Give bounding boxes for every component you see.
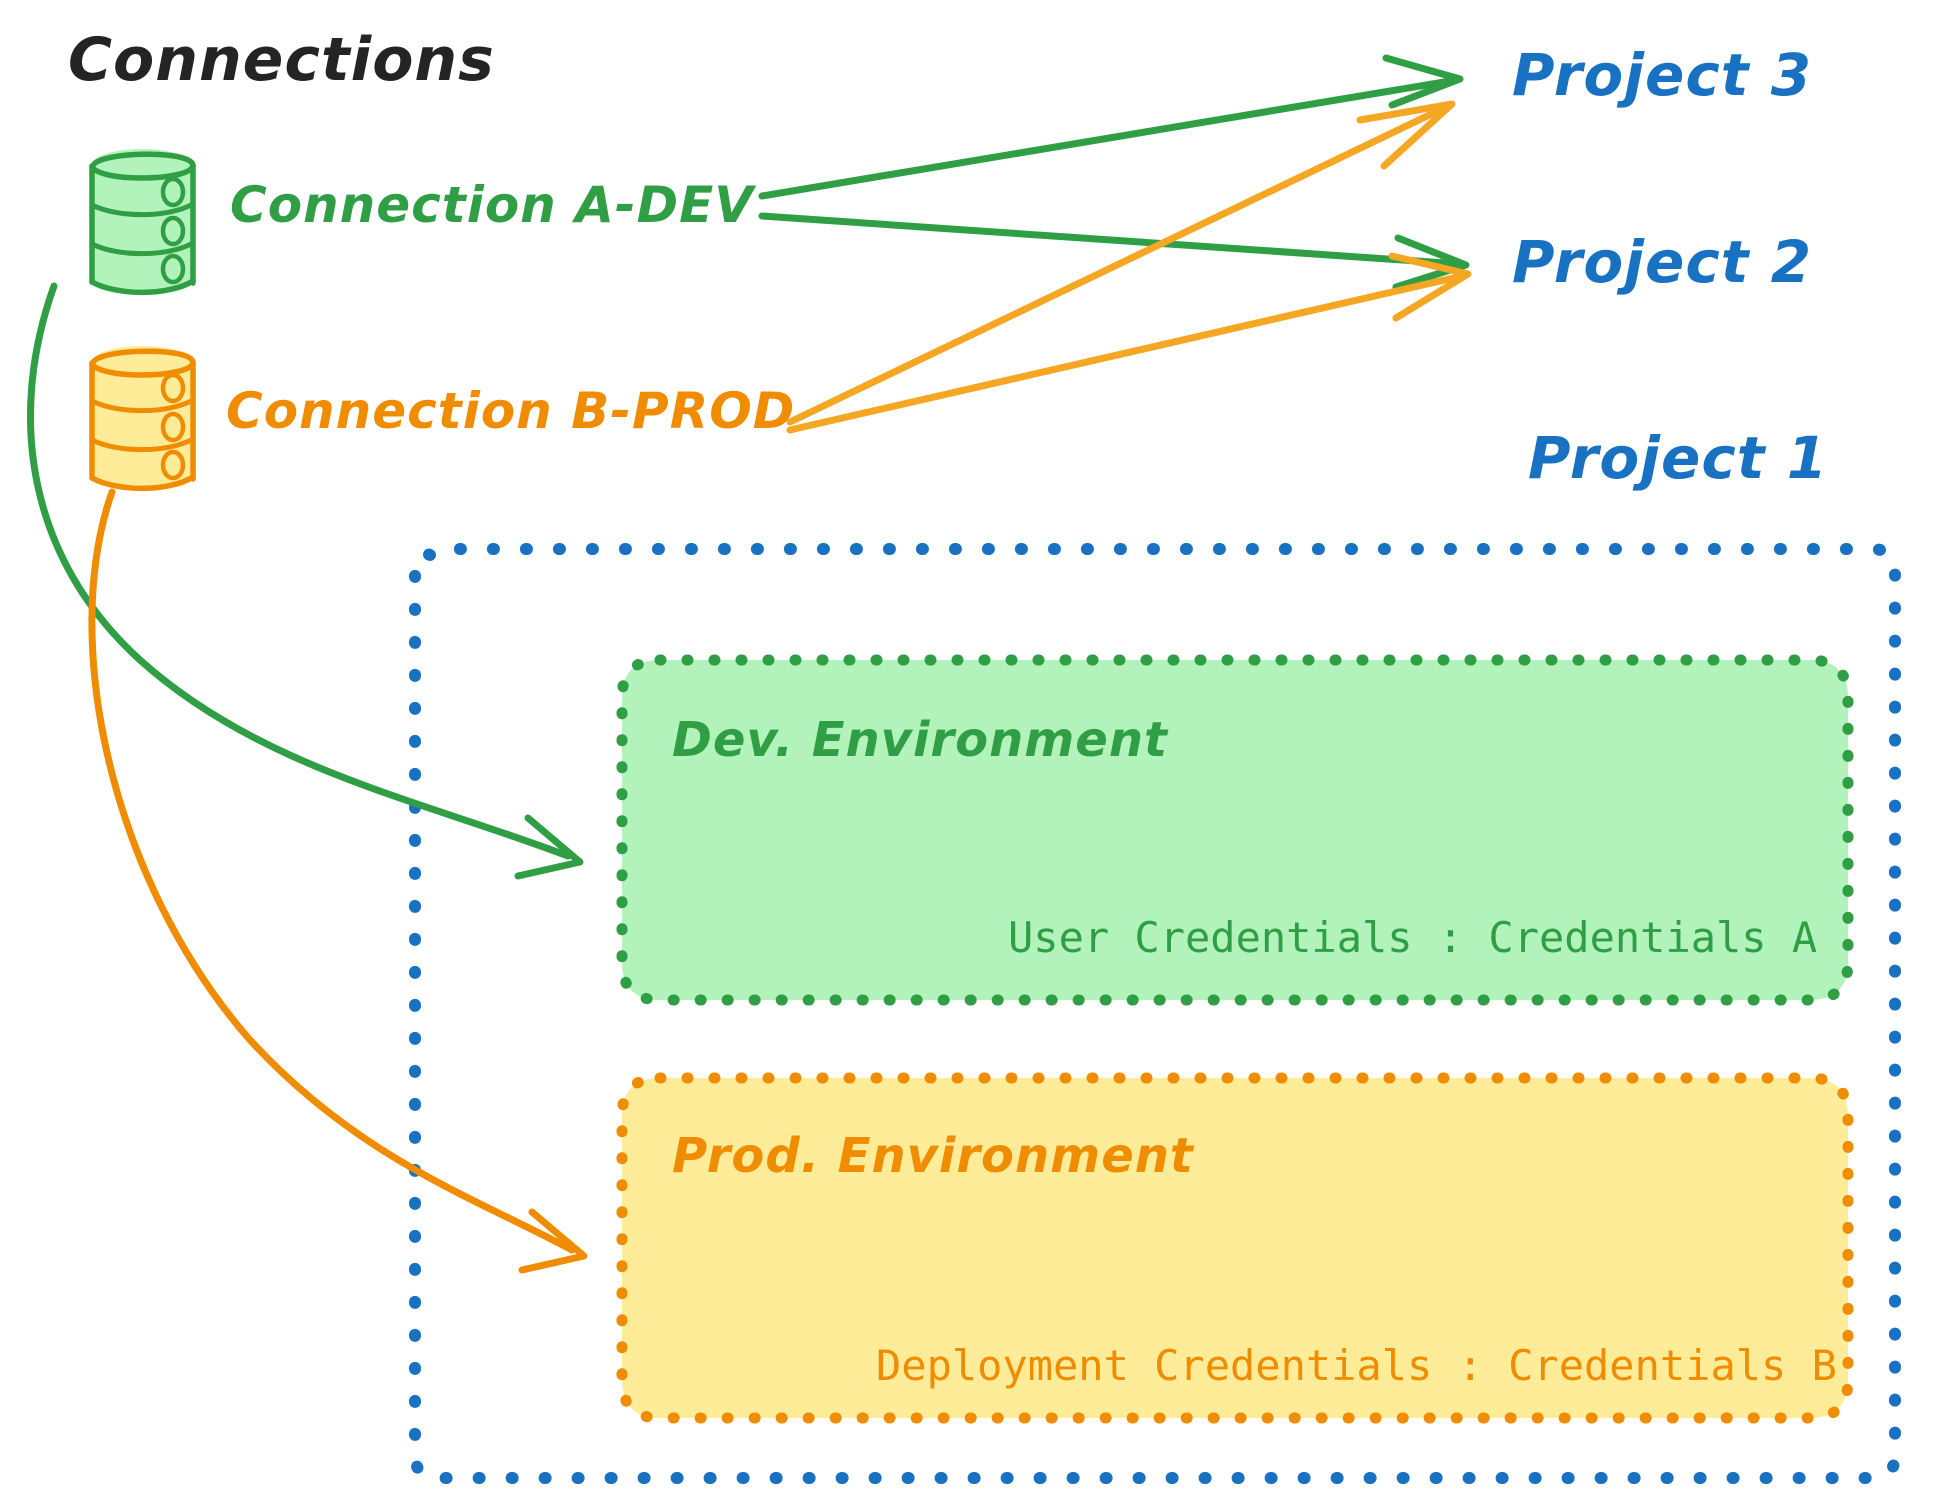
- edge-b-prod-to-project-3: [786, 100, 1456, 426]
- database-cylinder-icon-orange: [89, 346, 196, 492]
- prod-environment-box: [616, 1072, 1854, 1424]
- prod-environment-credentials: Deployment Credentials : Credentials B: [876, 1341, 1837, 1390]
- edge-b-prod-to-project-2: [786, 252, 1472, 434]
- connection-a-dev-label[interactable]: Connection A-DEV: [230, 176, 756, 234]
- connection-b-prod-label[interactable]: Connection B-PROD: [226, 382, 795, 440]
- project-1-label[interactable]: Project 1: [1528, 424, 1828, 492]
- edge-a-dev-to-project-3: [758, 54, 1464, 200]
- project-3-label[interactable]: Project 3: [1512, 41, 1812, 109]
- project-2-label[interactable]: Project 2: [1512, 228, 1812, 296]
- dev-environment-credentials: User Credentials : Credentials A: [1008, 913, 1817, 962]
- dev-environment-box: [616, 654, 1854, 1006]
- database-cylinder-icon-green: [89, 149, 196, 296]
- project-1-container: [409, 543, 1901, 1484]
- dev-environment-title: Dev. Environment: [672, 712, 1169, 768]
- page-title: Connections: [68, 25, 495, 95]
- edge-a-dev-to-dev-environment: [27, 282, 584, 880]
- edge-a-dev-to-project-2: [758, 212, 1470, 291]
- prod-environment-title: Prod. Environment: [672, 1128, 1195, 1184]
- edge-b-prod-to-prod-environment: [88, 488, 588, 1274]
